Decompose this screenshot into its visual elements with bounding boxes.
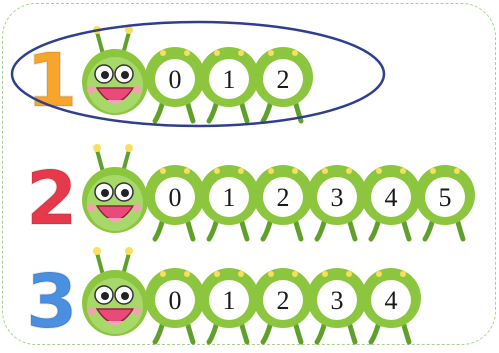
- caterpillar-segment-icon: 1: [199, 165, 259, 242]
- segment-number: 0: [169, 65, 182, 94]
- caterpillar-segment-icon: 0: [145, 47, 205, 124]
- segment-number: 1: [223, 65, 236, 94]
- caterpillar-segment-icon: 3: [307, 268, 367, 345]
- segment-number: 4: [385, 183, 398, 212]
- caterpillar-segment-icon: 2: [253, 165, 313, 242]
- caterpillar-row-3: 3 4 3 2 1 0: [0, 243, 499, 353]
- caterpillar-segment-icon: 2: [253, 268, 313, 345]
- caterpillar: 4 3 2 1 0: [82, 247, 421, 345]
- segment-number: 4: [385, 286, 398, 315]
- segment-number: 0: [169, 183, 182, 212]
- segment-number: 1: [223, 286, 236, 315]
- caterpillar-segment-icon: 5: [415, 165, 475, 242]
- segment-number: 1: [223, 183, 236, 212]
- caterpillar-row-2: 2 5 4 3 2 1 0: [0, 140, 499, 250]
- caterpillar-head-icon: [82, 26, 148, 115]
- caterpillar-segment-icon: 4: [361, 165, 421, 242]
- segment-number: 5: [439, 183, 452, 212]
- caterpillar-segment-icon: 2: [253, 47, 313, 124]
- caterpillar: 5 4 3 2 1 0: [82, 144, 475, 242]
- segment-number: 3: [331, 286, 344, 315]
- row-number-badge: 3: [25, 259, 78, 345]
- caterpillar-segment-icon: 3: [307, 165, 367, 242]
- caterpillar-segment-icon: 0: [145, 268, 205, 345]
- segment-number: 0: [169, 286, 182, 315]
- row-1-highlight-ellipse: [10, 20, 386, 128]
- caterpillar-segment-icon: 4: [361, 268, 421, 345]
- dashed-card-frame: [2, 3, 496, 345]
- segment-number: 2: [277, 286, 290, 315]
- caterpillar-head-icon: [82, 247, 148, 336]
- caterpillar-head-icon: [82, 144, 148, 233]
- segment-number: 2: [277, 183, 290, 212]
- caterpillar-segment-icon: 1: [199, 268, 259, 345]
- caterpillar-segment-icon: 1: [199, 47, 259, 124]
- caterpillar: 2 1 0: [82, 26, 313, 124]
- row-number-badge: 2: [25, 156, 78, 242]
- segment-number: 2: [277, 65, 290, 94]
- caterpillar-segment-icon: 0: [145, 165, 205, 242]
- segment-number: 3: [331, 183, 344, 212]
